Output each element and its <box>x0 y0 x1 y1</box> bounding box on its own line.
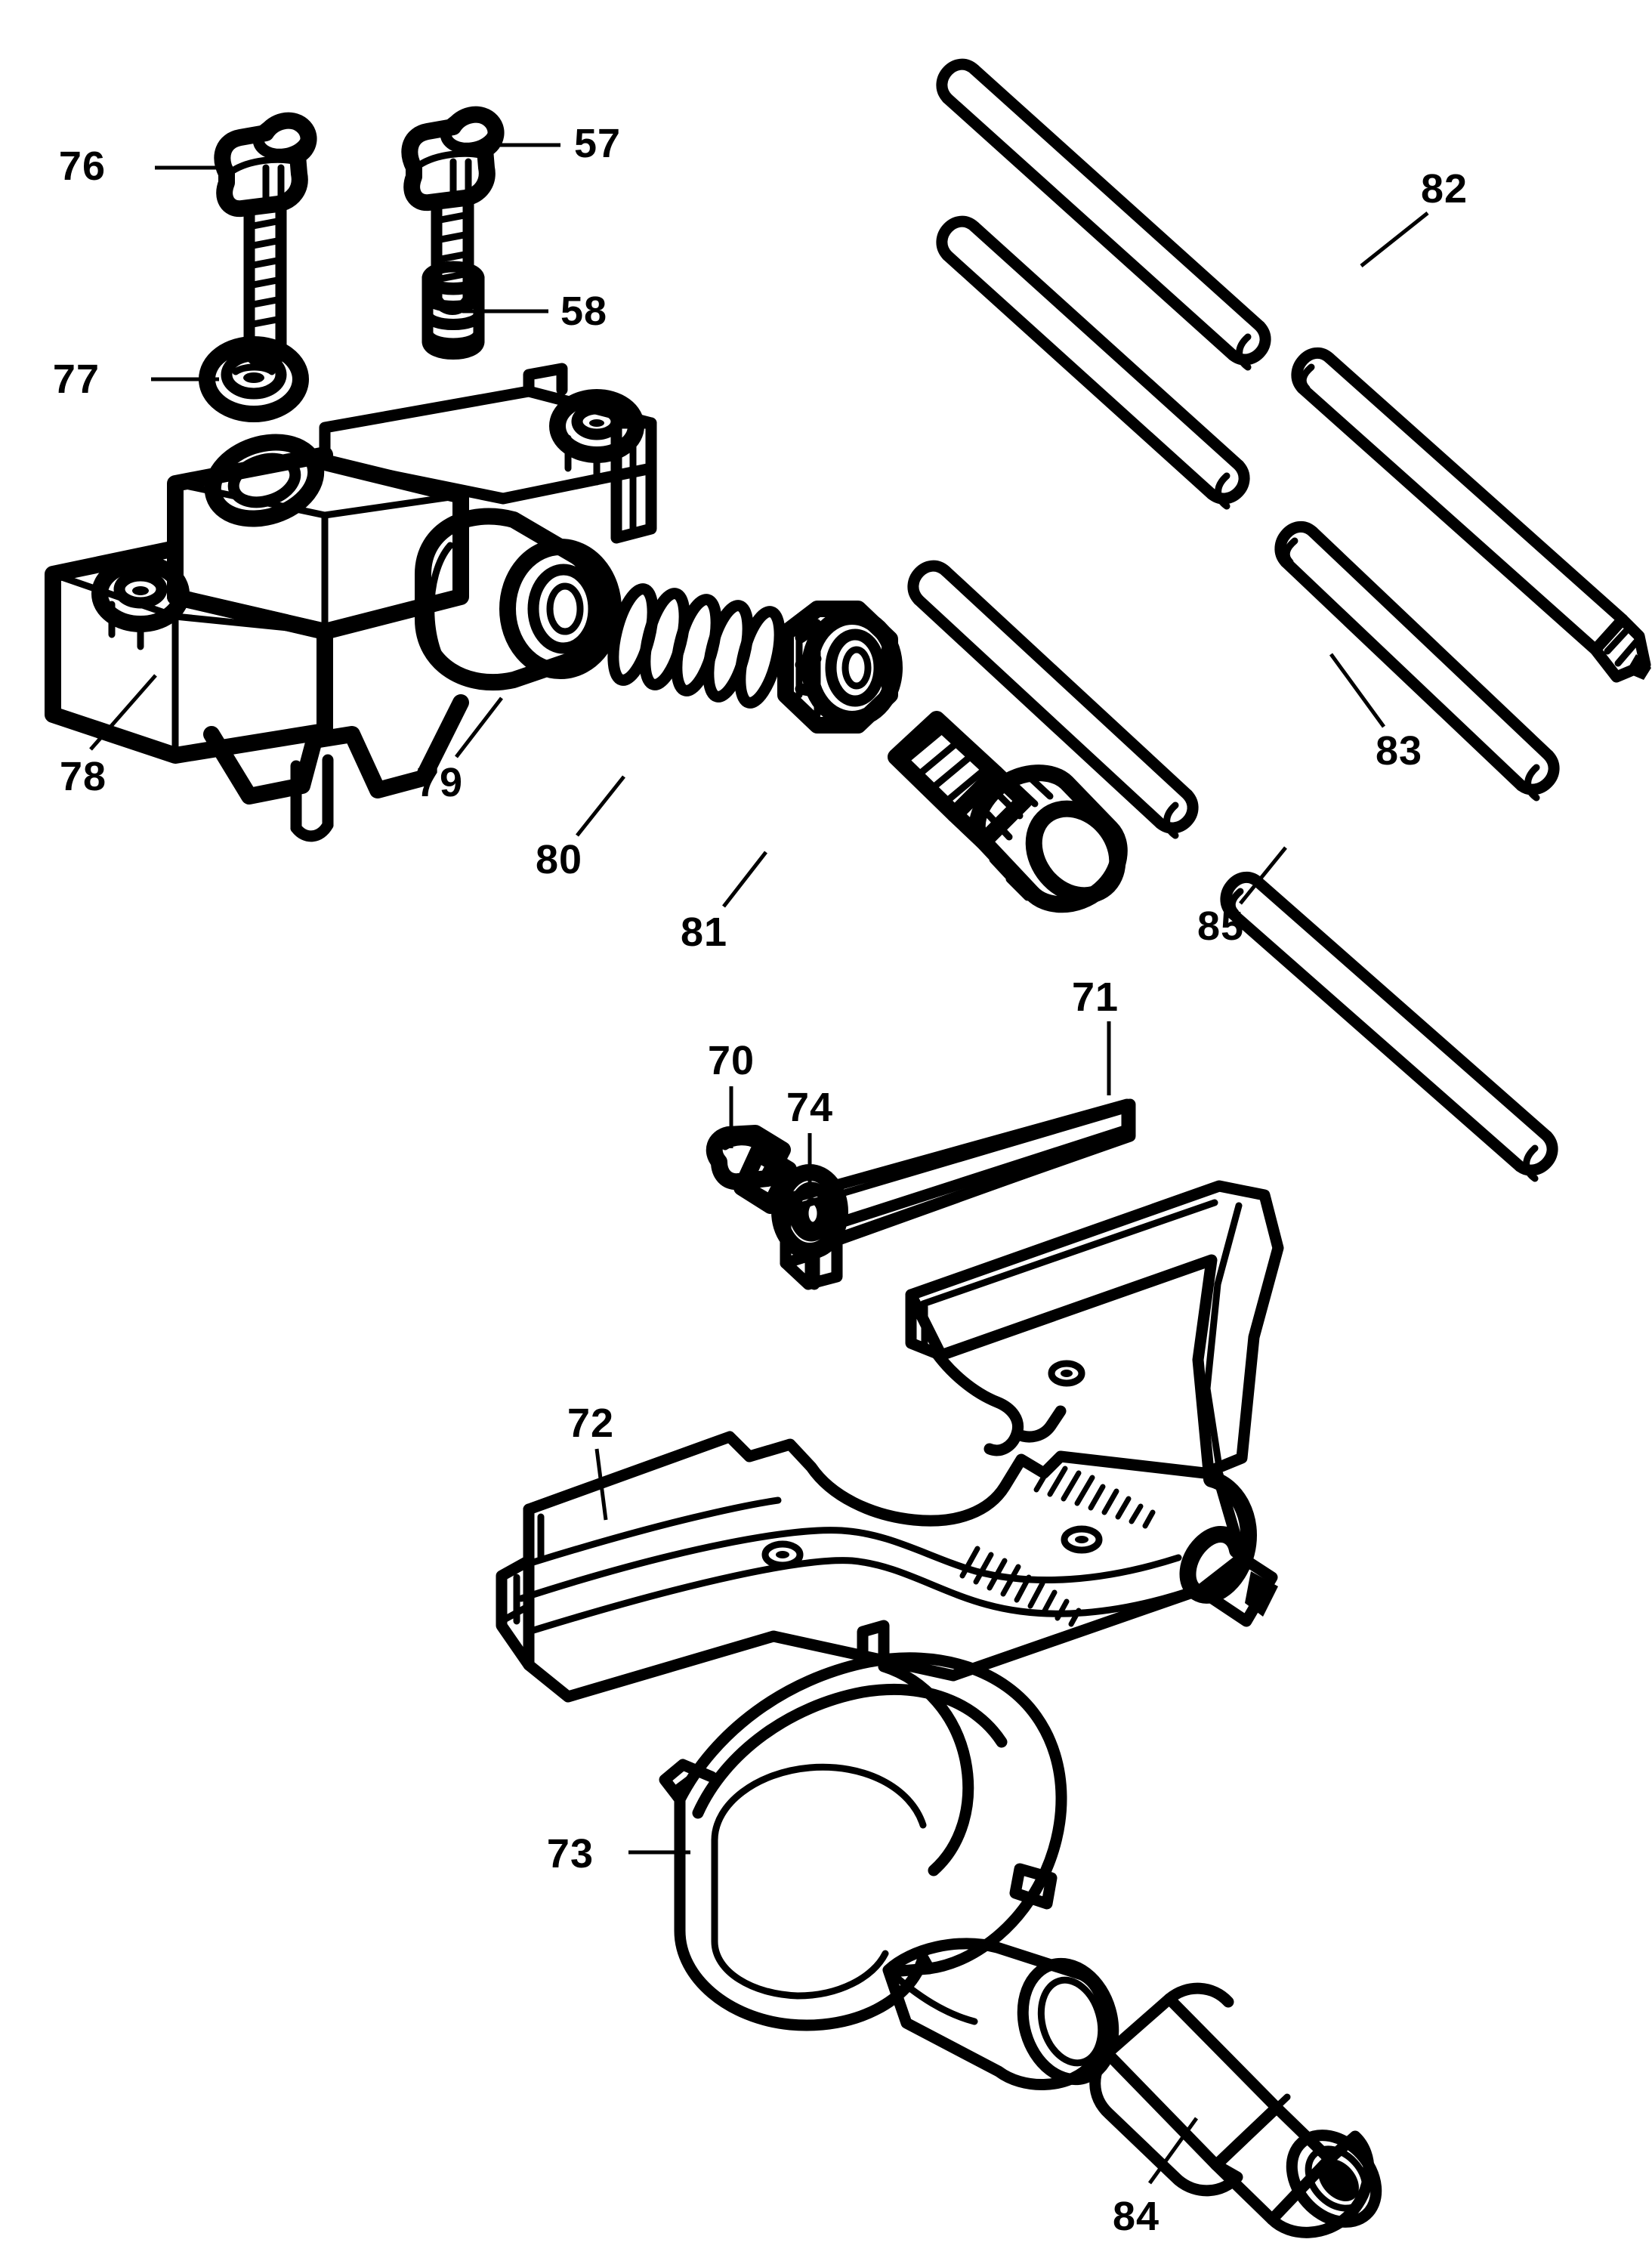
callout-77: 77 <box>53 357 100 402</box>
callout-84: 84 <box>1113 2194 1159 2239</box>
part-80-hex-nut <box>777 601 903 734</box>
callout-83: 83 <box>1376 728 1422 774</box>
callout-58: 58 <box>560 289 607 334</box>
rod-lower-left <box>907 560 1199 839</box>
leader-81 <box>722 851 767 908</box>
leader-83 <box>1329 653 1386 728</box>
leader-79 <box>455 696 503 758</box>
callout-72: 72 <box>567 1401 614 1446</box>
leader-85 <box>1239 846 1287 905</box>
part-70-pan-screw <box>706 1125 797 1214</box>
callout-74: 74 <box>786 1085 833 1130</box>
leader-72 <box>594 1448 608 1521</box>
part-71-rail-strip <box>780 1098 1136 1290</box>
callout-82: 82 <box>1421 166 1468 212</box>
part-81-knurled-knob <box>888 711 1128 913</box>
part-84-adapter <box>1089 1982 1382 2238</box>
leader-lines <box>89 143 1429 2185</box>
part-78-fence-body <box>45 363 657 842</box>
part-79-spring-large <box>607 583 786 709</box>
callout-labels: 76 57 58 77 78 79 80 81 82 83 84 85 70 7… <box>53 121 1468 2239</box>
leader-84 <box>1147 2117 1199 2185</box>
part-73-guard-shroud <box>659 1620 1119 2090</box>
callout-85: 85 <box>1197 903 1244 949</box>
callout-78: 78 <box>60 754 107 799</box>
part-72-shoe-plate <box>496 1180 1284 1703</box>
leader-78 <box>89 674 157 751</box>
rod-82-long <box>1291 347 1651 683</box>
leader-80 <box>576 775 625 837</box>
rod-upper-left-b <box>936 215 1250 510</box>
callout-57: 57 <box>574 121 621 166</box>
leader-82 <box>1360 212 1429 267</box>
callout-71: 71 <box>1072 974 1119 1020</box>
part-58-spring-small <box>421 261 485 360</box>
guide-rods-group <box>907 58 1651 1182</box>
callout-79: 79 <box>416 760 463 805</box>
callout-70: 70 <box>708 1038 755 1083</box>
rod-upper-left-a <box>936 58 1271 371</box>
callout-81: 81 <box>681 910 727 955</box>
callout-73: 73 <box>547 1831 594 1876</box>
callout-80: 80 <box>536 837 582 882</box>
rod-83-medium <box>1274 521 1560 802</box>
rod-85-short <box>1220 872 1558 1182</box>
callout-76: 76 <box>59 144 106 189</box>
